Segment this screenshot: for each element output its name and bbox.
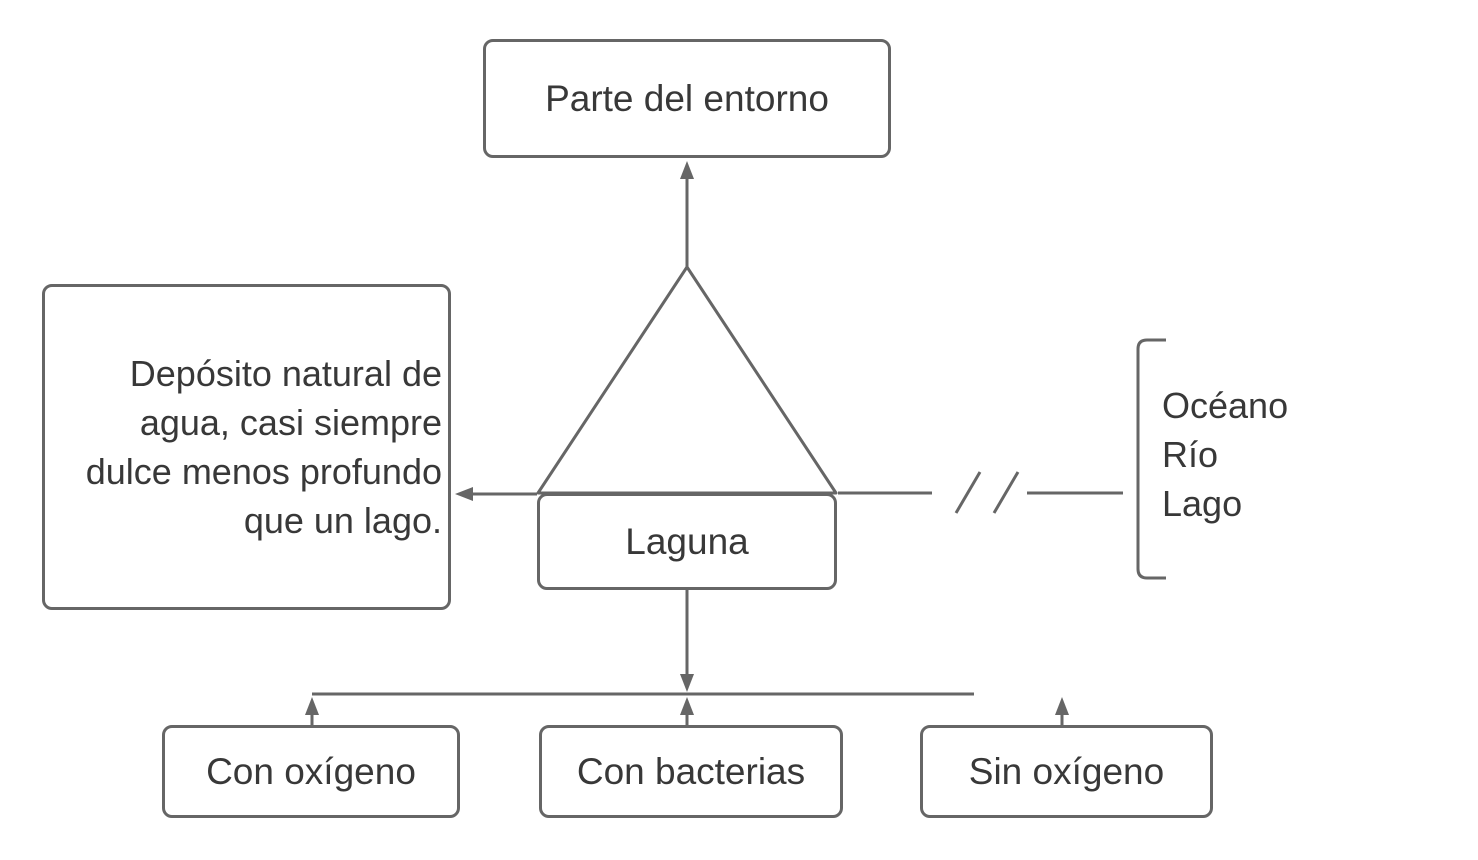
arrow-to-environment [680,161,694,267]
examples-item: Océano [1162,385,1289,426]
examples-list: Océano Río Lago [1162,381,1288,528]
node-label: Con bacterias [576,750,806,792]
arrow-up-con-bacterias [680,697,694,725]
node-label: Laguna [625,520,749,562]
examples-item: Río [1162,434,1219,475]
node-laguna: Laguna [537,493,837,590]
node-label: Sin oxígeno [968,750,1165,792]
node-parte-del-entorno: Parte del entorno [483,39,891,158]
break-slash-2 [992,471,1020,514]
definition-line: Depósito natural de [129,353,442,394]
examples-item: Lago [1162,483,1243,524]
node-label: Con oxígeno [206,750,416,792]
arrow-up-con-oxigeno [305,697,319,725]
node-sin-oxigeno: Sin oxígeno [920,725,1213,818]
node-con-bacterias: Con bacterias [539,725,843,818]
node-con-oxigeno: Con oxígeno [162,725,460,818]
definition-line: que un lago. [243,500,442,541]
break-slash-1 [954,471,982,514]
arrow-to-definition [455,487,537,501]
arrow-up-sin-oxigeno [1055,697,1069,725]
definition-line: dulce menos profundo [85,451,442,492]
examples-bracket [1136,338,1166,580]
broken-link-line [838,471,1123,514]
arrow-laguna-down [680,590,694,692]
triangle-shape [536,265,838,495]
node-definition: Depósito natural de agua, casi siempre d… [42,284,451,610]
definition-line: agua, casi siempre [139,402,442,443]
node-label: Parte del entorno [545,77,829,119]
